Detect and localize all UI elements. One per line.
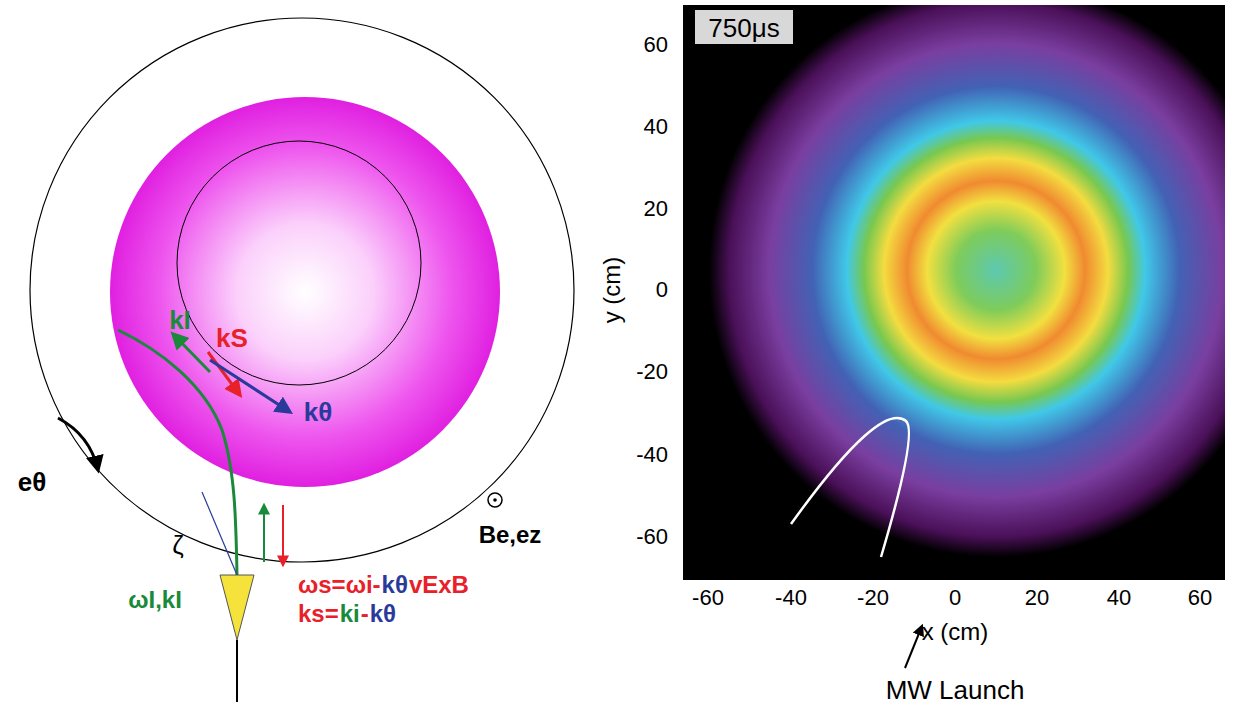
field-label: Be,ez [479, 522, 542, 548]
formula-part: ki [340, 601, 360, 627]
ray-trajectory [791, 418, 909, 557]
map-background [683, 5, 1225, 580]
axis-title: x (cm) [922, 619, 989, 645]
tick-label: 40 [644, 115, 668, 139]
density-map [683, 5, 1225, 580]
time-label-ground [695, 10, 793, 44]
tick-label: 40 [1107, 586, 1131, 610]
angle-line [202, 492, 237, 575]
tick-label: -40 [775, 586, 807, 610]
tick-label: -60 [692, 586, 724, 610]
formula-part: kθ [370, 601, 396, 627]
out-of-page-dot [493, 498, 497, 502]
vessel-outline [30, 18, 574, 562]
theta-arrow [58, 418, 98, 470]
formula-part: kθ [382, 572, 408, 598]
annotation: MW Launch [886, 676, 1025, 705]
direction-label: eθ [18, 468, 47, 497]
axis-title: y (cm) [599, 257, 625, 324]
tick-label: 60 [644, 33, 668, 57]
waveguide [236, 640, 238, 702]
plasma-column [110, 97, 500, 487]
up-arrow [263, 505, 265, 562]
down-arrow [282, 505, 284, 565]
launch-arrow [905, 626, 922, 668]
angle-label: ζ [172, 531, 183, 560]
tick-label: -60 [636, 525, 668, 549]
inner-circle [177, 141, 421, 385]
tick-label: 20 [644, 197, 668, 221]
k-incident-vector [173, 334, 210, 372]
vector-label: kS [216, 324, 248, 353]
wave-label: ωI,kI [128, 587, 182, 613]
time-label: 750μs [708, 14, 779, 43]
out-of-page-symbol [488, 493, 502, 507]
tick-label: -20 [636, 360, 668, 384]
formula-part: vExB [409, 572, 469, 598]
k-theta-vector [210, 360, 290, 412]
formula-part: ωs=ωi- [298, 572, 381, 598]
k-scattered-vector [208, 352, 240, 395]
antenna-horn [220, 575, 254, 640]
vector-label: kI [169, 306, 191, 335]
tick-label: 0 [656, 278, 668, 302]
tick-label: 0 [949, 586, 961, 610]
tick-label: -40 [636, 443, 668, 467]
tick-label: -20 [857, 586, 889, 610]
vector-label: kθ [304, 398, 333, 427]
formula-part: - [361, 601, 369, 627]
formula-part: ks= [298, 601, 339, 627]
tick-label: 60 [1188, 586, 1212, 610]
tick-label: 20 [1025, 586, 1049, 610]
